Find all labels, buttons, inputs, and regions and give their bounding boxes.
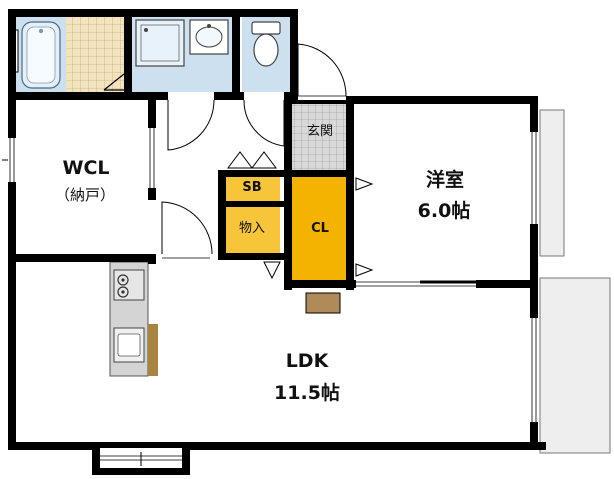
bath-tile-floor — [66, 16, 124, 92]
doors — [148, 43, 374, 280]
room-size-ldk: 11.5帖 — [274, 382, 340, 404]
room-label-storage: 物入 — [238, 221, 265, 236]
stove — [113, 269, 145, 301]
room-label-wcl: WCL — [62, 157, 110, 179]
shoe-box-area — [224, 177, 280, 201]
room-label-closet: CL — [311, 221, 329, 236]
room-label-western: 洋室 — [425, 169, 464, 191]
room-label-sb: SB — [242, 180, 262, 195]
windows — [2, 128, 538, 475]
room-size-western: 6.0帖 — [417, 200, 471, 222]
toilet-bowl — [253, 33, 279, 67]
room-label-ldk: LDK — [285, 350, 329, 372]
room-sublabel-wcl: （納戸） — [54, 186, 115, 204]
balcony-upper — [539, 109, 565, 257]
toilet-tank — [251, 21, 281, 35]
washing-machine-pan — [135, 19, 185, 67]
closet-area — [292, 177, 348, 280]
shoe-bench — [305, 292, 341, 314]
storage-area — [224, 207, 280, 253]
entrance-floor — [292, 104, 348, 170]
balcony-lower — [539, 277, 611, 454]
room-label-entrance: 玄関 — [306, 124, 333, 139]
